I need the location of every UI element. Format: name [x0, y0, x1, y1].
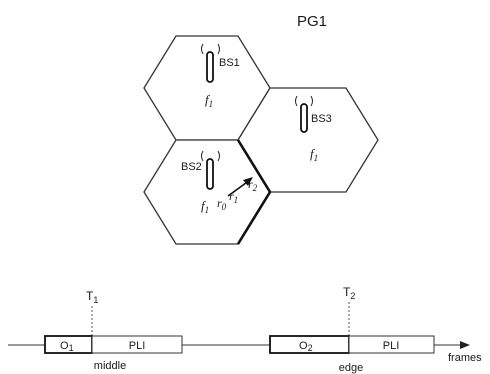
base-station-bs1: BS1 f1 [201, 43, 240, 109]
o2-label: O2 [299, 340, 313, 353]
marker-t1: T1 [86, 289, 98, 305]
bs3-frequency: f1 [310, 146, 318, 163]
position-r1: r1 [229, 189, 238, 205]
antenna-icon [295, 95, 313, 133]
pli-label-1: PLI [129, 340, 146, 352]
base-station-bs2: BS2 f1 [181, 150, 220, 215]
axis-label: frames [448, 352, 482, 364]
caption-middle: middle [94, 360, 126, 372]
position-r0: r0 [217, 196, 227, 212]
pli-segment-1 [91, 335, 183, 354]
group-label: PG1 [297, 13, 327, 30]
marker-t2: T2 [343, 285, 355, 301]
bs2-label: BS2 [181, 161, 202, 173]
frame-block-middle: O1 PLI middle [44, 335, 183, 372]
timeline-arrowhead [460, 341, 470, 349]
bs1-frequency: f1 [205, 92, 213, 109]
pli-label-2: PLI [383, 340, 400, 352]
caption-edge: edge [339, 362, 363, 374]
antenna-icon [201, 150, 220, 190]
cell-border-highlight [236, 139, 272, 245]
base-station-bs3: BS3 f1 [295, 95, 332, 163]
frame-block-edge: O2 PLI edge [269, 335, 435, 374]
bs2-frequency: f1 [201, 198, 209, 215]
position-r2: r2 [248, 177, 258, 193]
bs1-label: BS1 [219, 57, 240, 69]
antenna-icon [201, 43, 220, 83]
o1-label: O1 [60, 340, 74, 353]
bs3-label: BS3 [311, 113, 332, 125]
pli-segment-2 [348, 335, 435, 354]
mobile-trajectory: r0 r1 r2 [217, 177, 258, 212]
